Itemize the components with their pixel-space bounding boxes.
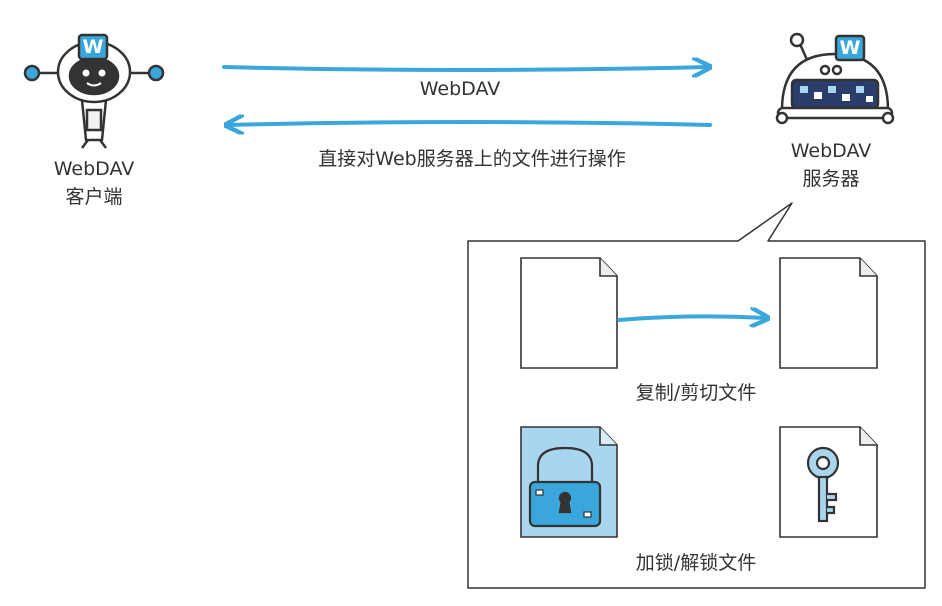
key-icon [806,446,840,523]
target-document-icon [779,257,878,369]
server-robot-icon [775,32,895,125]
server-badge-letter: W [839,37,861,59]
client-role-label: 客户端 [65,186,123,208]
key-document-icon [779,426,878,538]
request-arrow-label: WebDAV [419,78,501,100]
lock-caption: 加锁/解锁文件 [635,552,757,574]
response-arrow [228,122,712,125]
padlock-icon [528,446,602,528]
request-arrow [222,67,708,70]
response-arrow-label: 直接对Web服务器上的文件进行操作 [318,148,626,170]
copy-caption: 复制/剪切文件 [635,382,757,404]
client-robot-icon [23,33,165,149]
server-role-label: 服务器 [802,168,860,190]
copy-arrow [617,316,766,320]
source-document-icon [520,257,618,369]
client-badge-letter: W [82,36,104,58]
client-name-label: WebDAV [53,158,135,180]
server-name-label: WebDAV [790,140,872,162]
